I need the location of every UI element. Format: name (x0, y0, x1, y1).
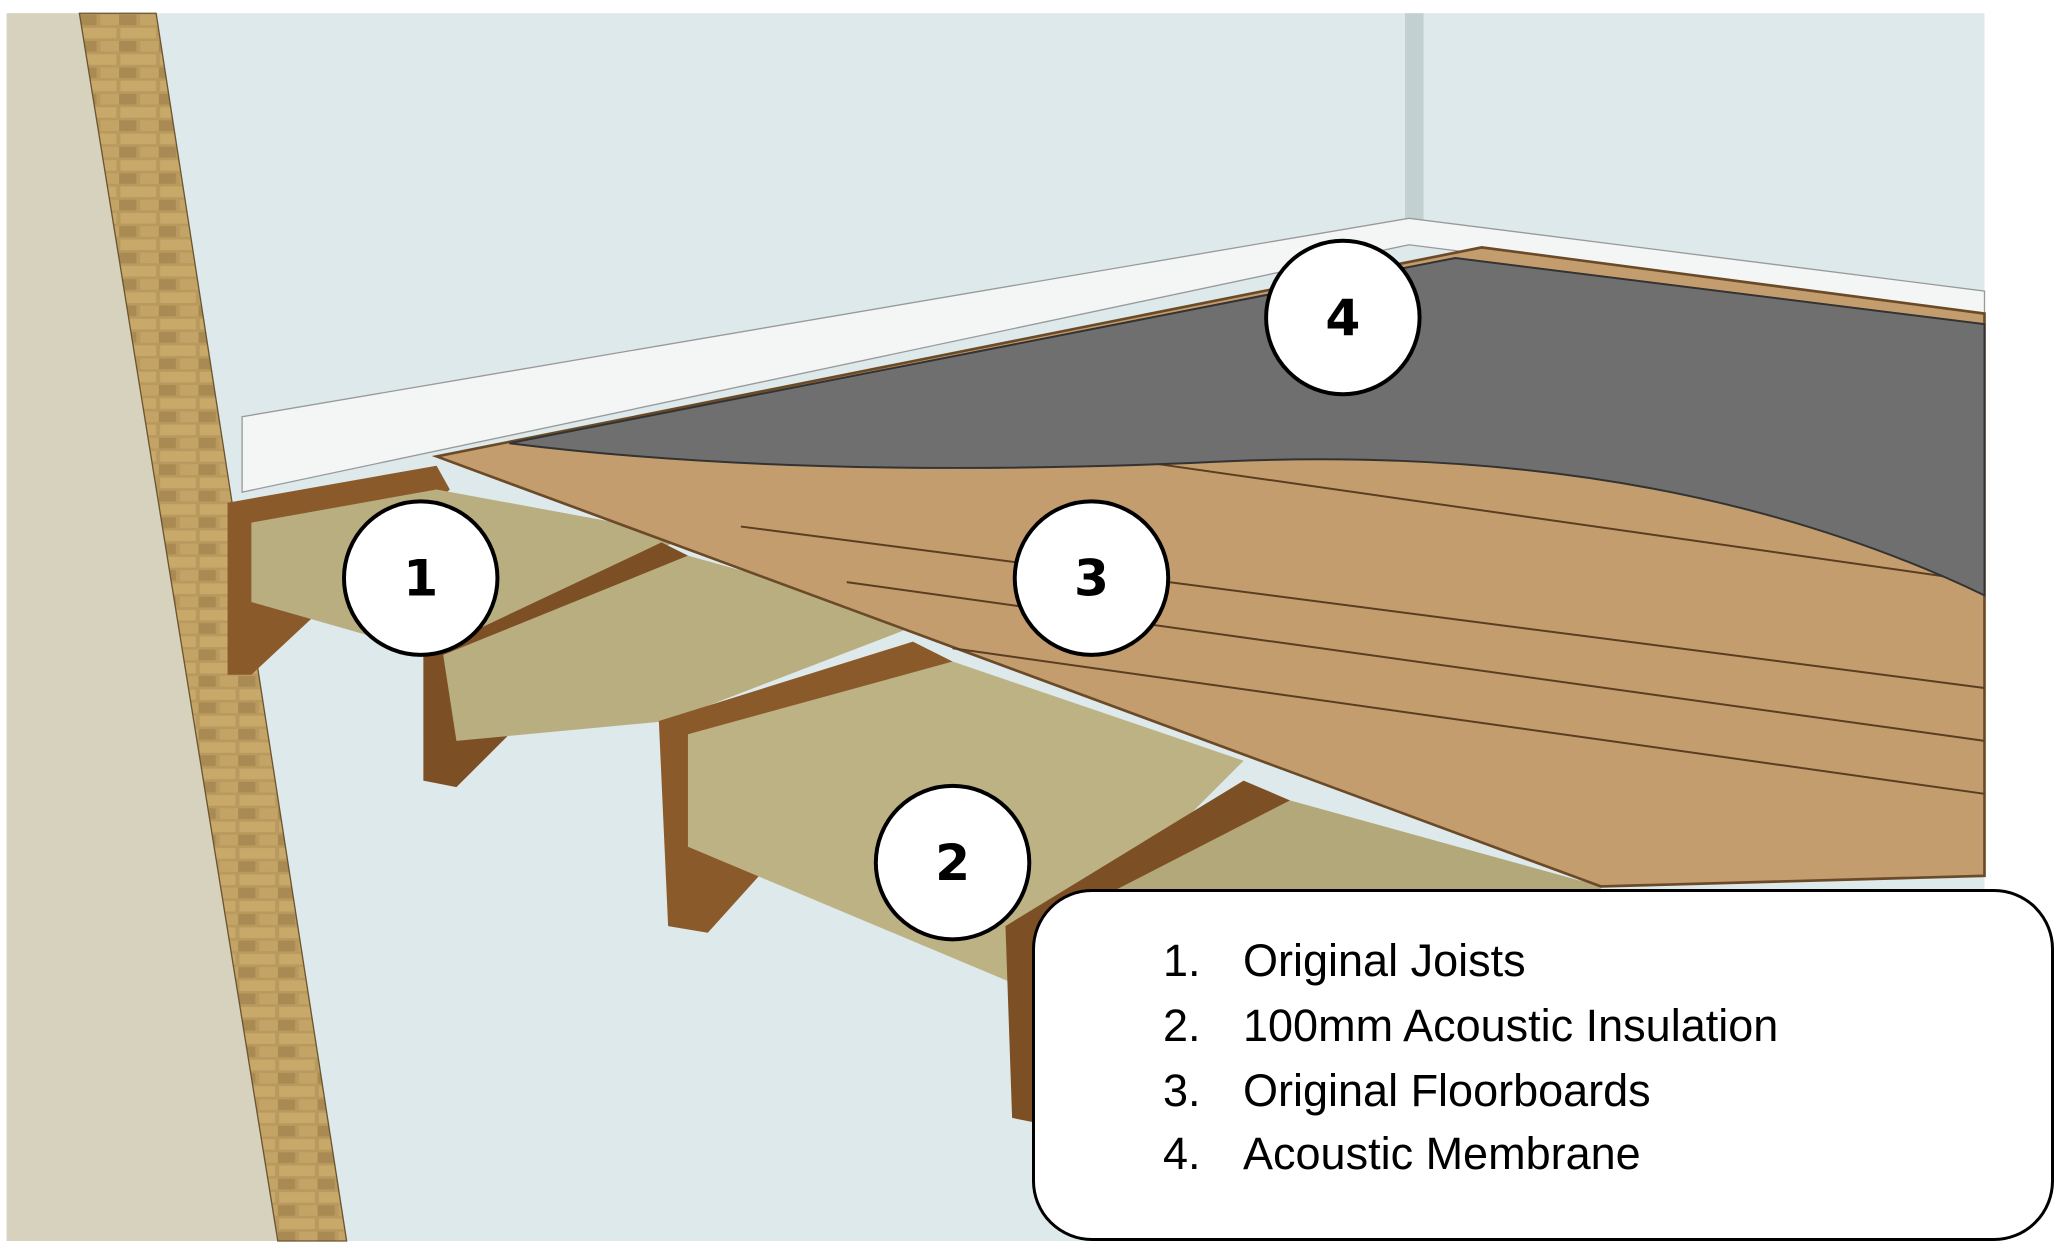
acoustic-membrane (509, 256, 1986, 597)
legend-item: 2. 100mm Acoustic Insulation (1163, 1000, 1778, 1052)
legend-label: Original Joists (1243, 935, 1526, 986)
legend-label: 100mm Acoustic Insulation (1243, 1000, 1779, 1051)
insulation (443, 555, 927, 741)
legend-item: 4. Acoustic Membrane (1163, 1128, 1641, 1180)
callout-2: 2 (873, 783, 1032, 942)
callout-1: 1 (341, 499, 500, 657)
legend-item: 1. Original Joists (1163, 935, 1526, 987)
svg-text:2: 2 (935, 833, 970, 892)
side-wall (6, 13, 278, 1241)
callout-3: 3 (1012, 499, 1171, 657)
legend-label: Original Floorboards (1243, 1065, 1651, 1116)
legend-number: 4. (1163, 1128, 1201, 1179)
svg-text:1: 1 (403, 549, 438, 608)
legend-item: 3. Original Floorboards (1163, 1065, 1651, 1117)
legend-box: 1. Original Joists 2. 100mm Acoustic Insul… (1032, 889, 2054, 1241)
wall-corner-shadow (1405, 13, 1424, 225)
svg-text:3: 3 (1074, 549, 1109, 608)
svg-text:4: 4 (1325, 288, 1360, 347)
brick-wall (78, 12, 348, 1242)
callout-4: 4 (1264, 238, 1422, 397)
legend-number: 1. (1163, 935, 1201, 986)
legend-number: 2. (1163, 1000, 1201, 1051)
legend-number: 3. (1163, 1065, 1201, 1116)
legend-label: Acoustic Membrane (1243, 1128, 1641, 1179)
